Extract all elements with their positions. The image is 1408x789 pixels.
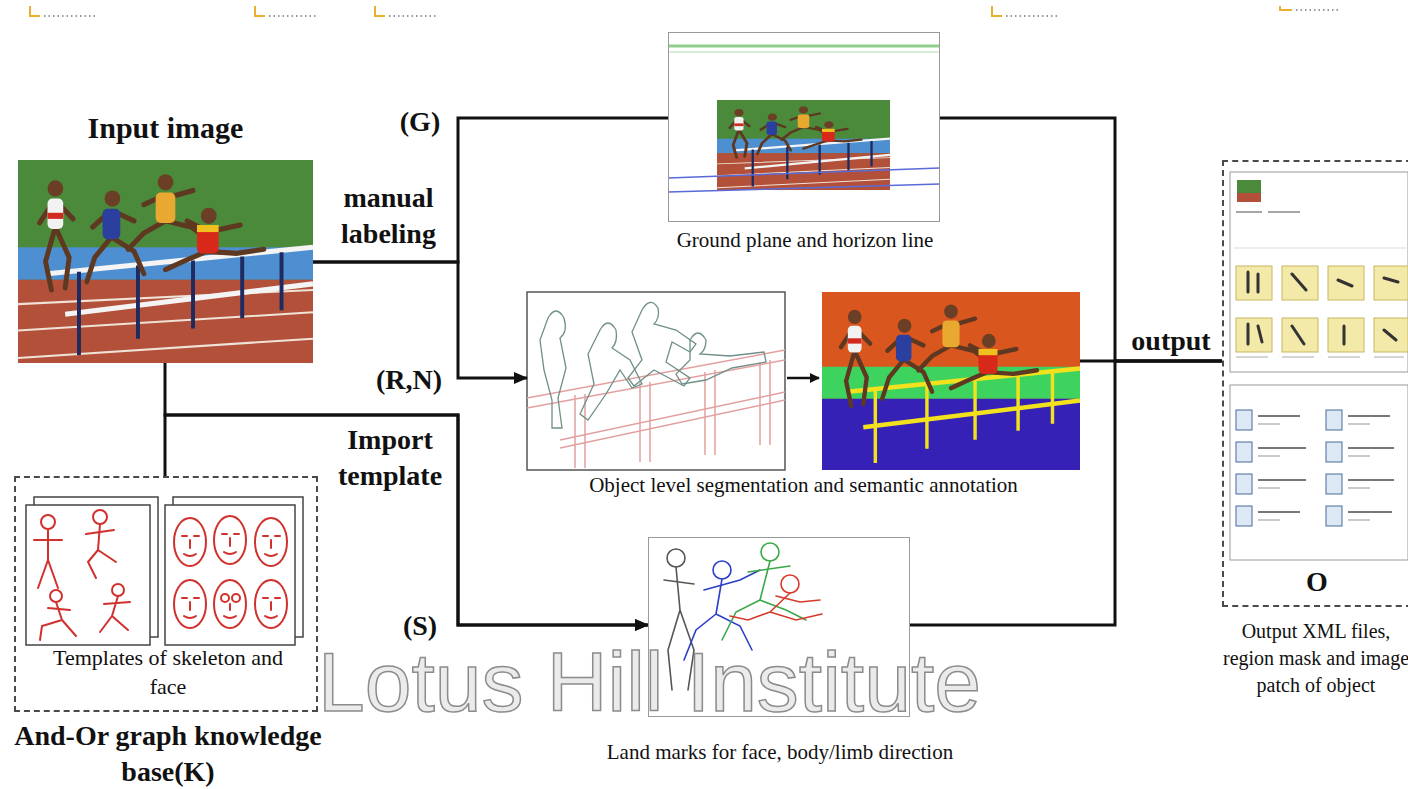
branch-label: (G) <box>388 104 452 140</box>
branch-label: (S) <box>388 608 452 644</box>
edge-label: Import template <box>330 422 450 494</box>
branch-label: (R,N) <box>366 362 452 398</box>
connector <box>313 262 527 378</box>
ground-plane-panel: Ground plane and horizon line <box>668 32 940 222</box>
output-letter: O <box>1224 566 1408 598</box>
connector <box>313 118 668 262</box>
input-image: Input image <box>18 160 313 363</box>
node-heading: And-Or graph knowledge base(K) <box>0 718 336 789</box>
watermark: Lotus Hill Institute <box>318 640 1198 724</box>
edge-label: manual labeling <box>326 180 451 252</box>
node-heading: Input image <box>8 110 323 146</box>
connector <box>165 415 648 625</box>
template-caption: Templates of skeleton and face <box>33 644 303 701</box>
segmentation-panel: Object level segmentation and semantic a… <box>527 292 1080 470</box>
panel-caption: Ground plane and horizon line <box>605 227 1005 254</box>
output-caption: Output XML files, region mask and image … <box>1222 618 1408 699</box>
panel-caption: Land marks for face, body/limb direction <box>519 739 1041 766</box>
connector <box>940 118 1222 361</box>
edge-label: output <box>1122 326 1220 357</box>
output-box: OOutput XML files, region mask and image… <box>1222 160 1408 607</box>
panel-caption: Object level segmentation and semantic a… <box>497 472 1110 499</box>
connector <box>165 363 648 625</box>
knowledge-base: Templates of skeleton and faceAnd-Or gra… <box>14 476 318 712</box>
